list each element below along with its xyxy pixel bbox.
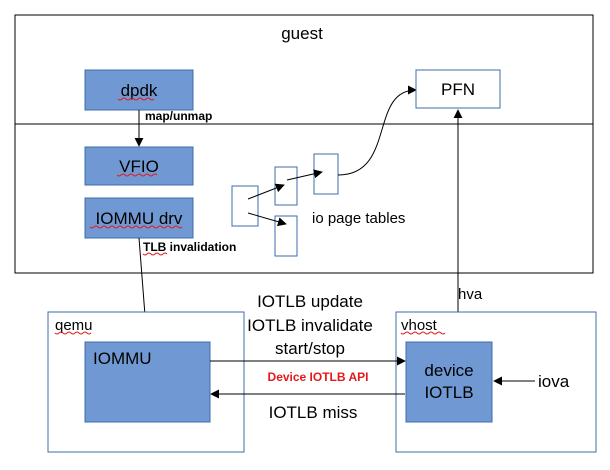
device-iotlb-label-line2: IOTLB	[424, 383, 473, 402]
page-table-arrow-2	[247, 212, 287, 227]
dpdk-spell-underline	[117, 97, 155, 101]
page-table-box-4	[313, 153, 339, 195]
pfn-block	[415, 69, 501, 109]
device-iotlb-label-line1: device	[424, 361, 473, 380]
page-table-arrow-3	[286, 169, 323, 181]
iotlb-update-label: IOTLB update	[257, 292, 363, 311]
tlb-spell-underline	[142, 252, 168, 256]
dpdk-label: dpdk	[121, 81, 158, 100]
qemu-spell-underline	[54, 331, 92, 335]
iova-label: iova	[538, 372, 570, 391]
page-table-to-pfn-arrow	[337, 85, 417, 176]
hva-label: hva	[458, 286, 483, 303]
iommu-drv-label: IOMMU drv	[96, 209, 183, 228]
page-table-box-2	[274, 166, 298, 206]
tlb-invalidation-label: TLB invalidation	[143, 240, 236, 254]
device-iotlb-block	[405, 341, 493, 423]
iotlb-miss-label: IOTLB miss	[269, 403, 358, 422]
iommu-block	[84, 341, 211, 423]
vhost-label: vhost	[401, 317, 438, 334]
iotlb-invalidate-label: IOTLB invalidate	[247, 316, 373, 335]
qemu-label: qemu	[55, 317, 93, 334]
vhost-spell-underline	[400, 331, 446, 335]
vfio-label: VFIO	[119, 157, 159, 176]
start-stop-label: start/stop	[275, 339, 345, 358]
pfn-label: PFN	[441, 80, 475, 99]
io-page-tables-label: io page tables	[312, 210, 405, 227]
page-table-arrow-1	[247, 183, 285, 200]
vfio-block	[84, 146, 194, 186]
map-unmap-label: map/unmap	[145, 109, 212, 123]
device-iotlb-api-label: Device IOTLB API	[268, 370, 369, 384]
dpdk-block	[84, 69, 194, 111]
vfio-spell-underline	[116, 173, 158, 177]
page-table-box-1	[231, 185, 259, 227]
iommu-drv-spell-underline	[89, 225, 183, 229]
guest-label: guest	[281, 24, 323, 43]
iommu-label: IOMMU	[93, 349, 152, 368]
iommu-drv-block	[84, 197, 194, 239]
